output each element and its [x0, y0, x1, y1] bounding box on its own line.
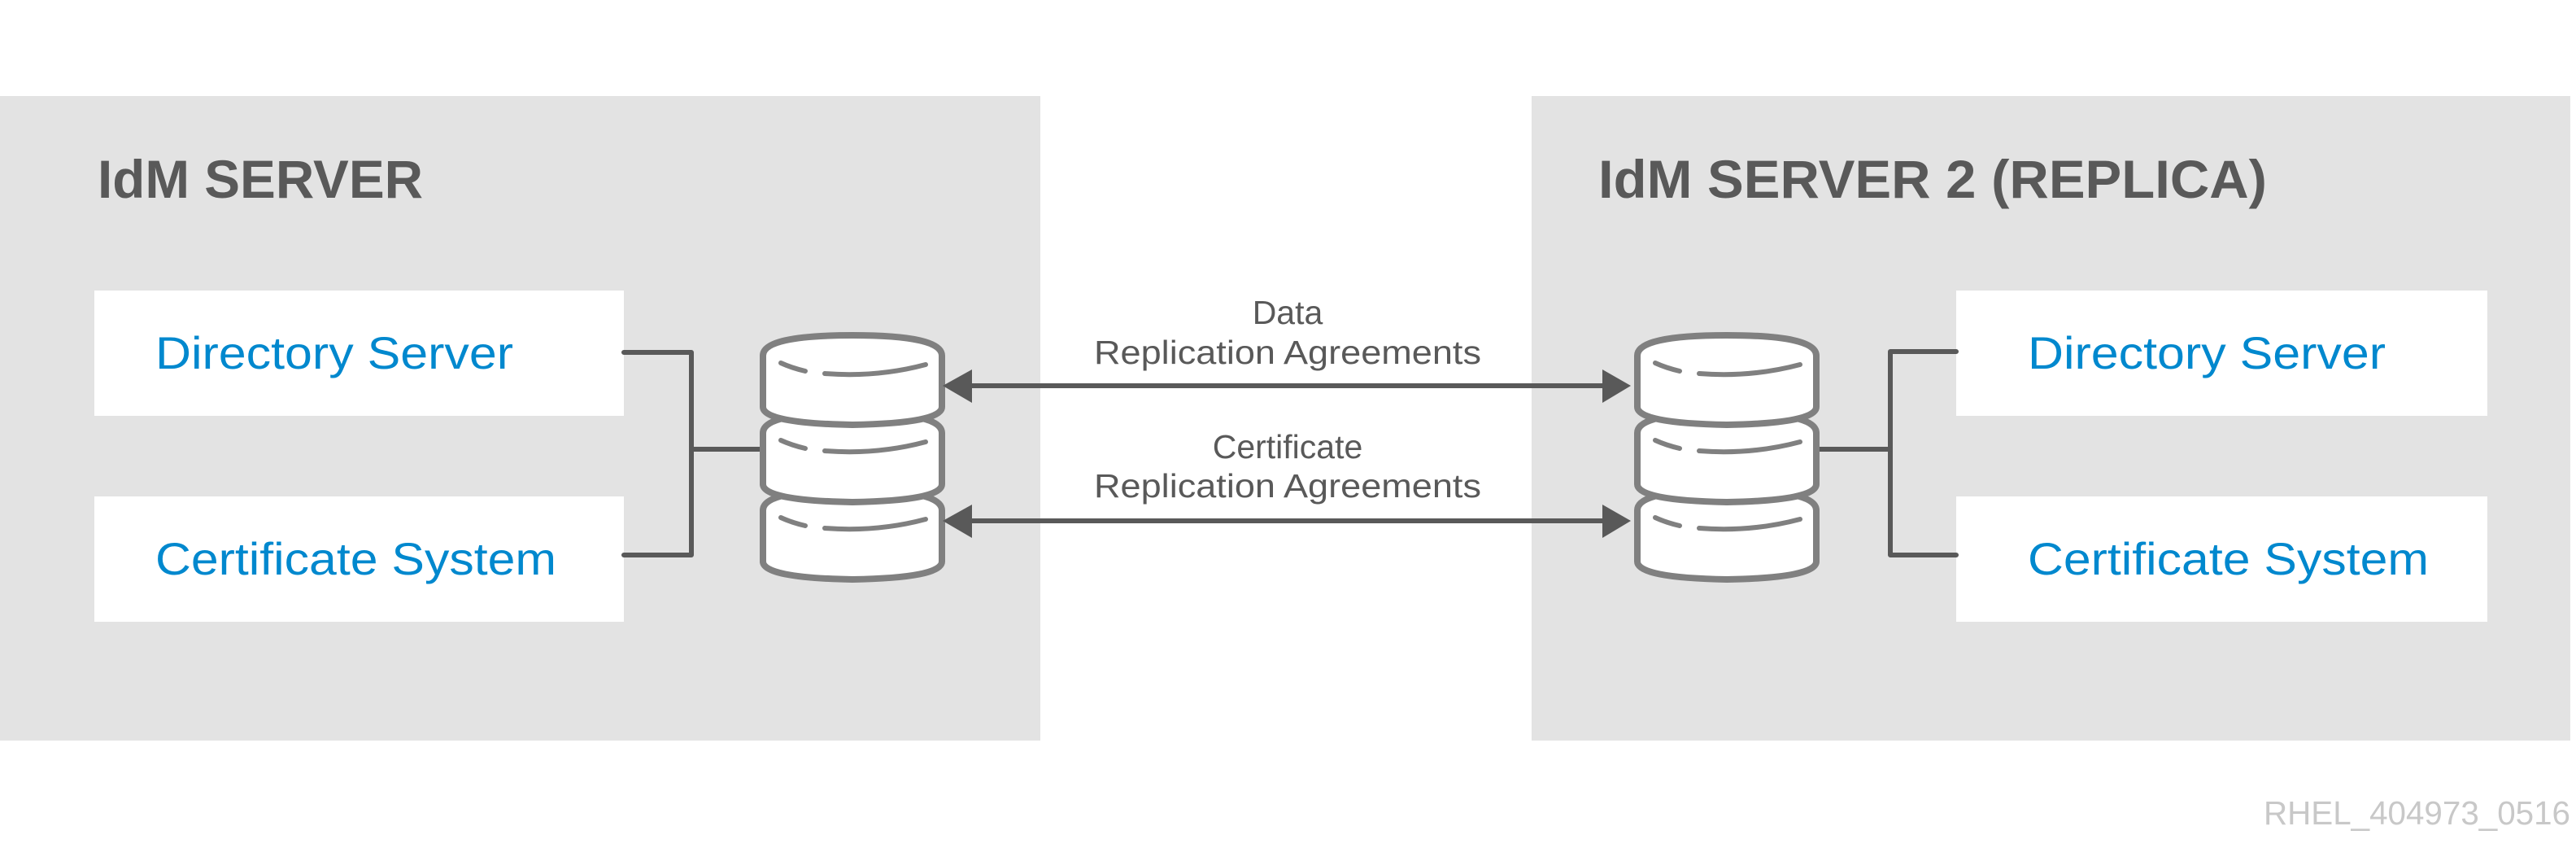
left-directory-server-label: Directory Server — [155, 327, 513, 378]
left-certificate-system-box[interactable] — [94, 496, 624, 622]
figure-id-watermark: RHEL_404973_0516 — [2264, 794, 2570, 832]
left-bracket-connector — [621, 350, 694, 557]
left-directory-server-box[interactable] — [94, 291, 624, 416]
arrow-left-icon — [943, 369, 972, 403]
data-replication-label-line1: Data — [1253, 294, 1323, 331]
right-directory-server-label: Directory Server — [2028, 327, 2386, 378]
data-replication-connection: Data Replication Agreements — [943, 294, 1631, 403]
left-server-panel: IdM SERVER Directory Server Certificate … — [0, 96, 1040, 741]
right-bracket-connector — [1888, 349, 1959, 557]
certificate-replication-label-line1: Certificate — [1213, 428, 1363, 466]
certificate-replication-connection: Certificate Replication Agreements — [943, 428, 1631, 538]
certificate-replication-label-line2: Replication Agreements — [1094, 467, 1481, 505]
right-server-panel: IdM SERVER 2 (REPLICA) Directory Server … — [1532, 96, 2570, 741]
database-stack-icon — [1637, 335, 1816, 579]
arrow-right-icon — [1602, 505, 1631, 538]
right-server-title: IdM SERVER 2 (REPLICA) — [1598, 149, 2267, 209]
data-replication-label-line2: Replication Agreements — [1094, 334, 1481, 371]
arrow-right-icon — [1602, 369, 1631, 403]
left-server-title: IdM SERVER — [98, 149, 423, 209]
right-directory-server-box[interactable] — [1956, 291, 2487, 416]
right-certificate-system-box[interactable] — [1956, 496, 2487, 622]
database-stack-icon — [763, 335, 942, 579]
left-certificate-system-label: Certificate System — [155, 533, 556, 584]
arrow-left-icon — [943, 505, 972, 538]
right-certificate-system-label: Certificate System — [2028, 533, 2429, 584]
